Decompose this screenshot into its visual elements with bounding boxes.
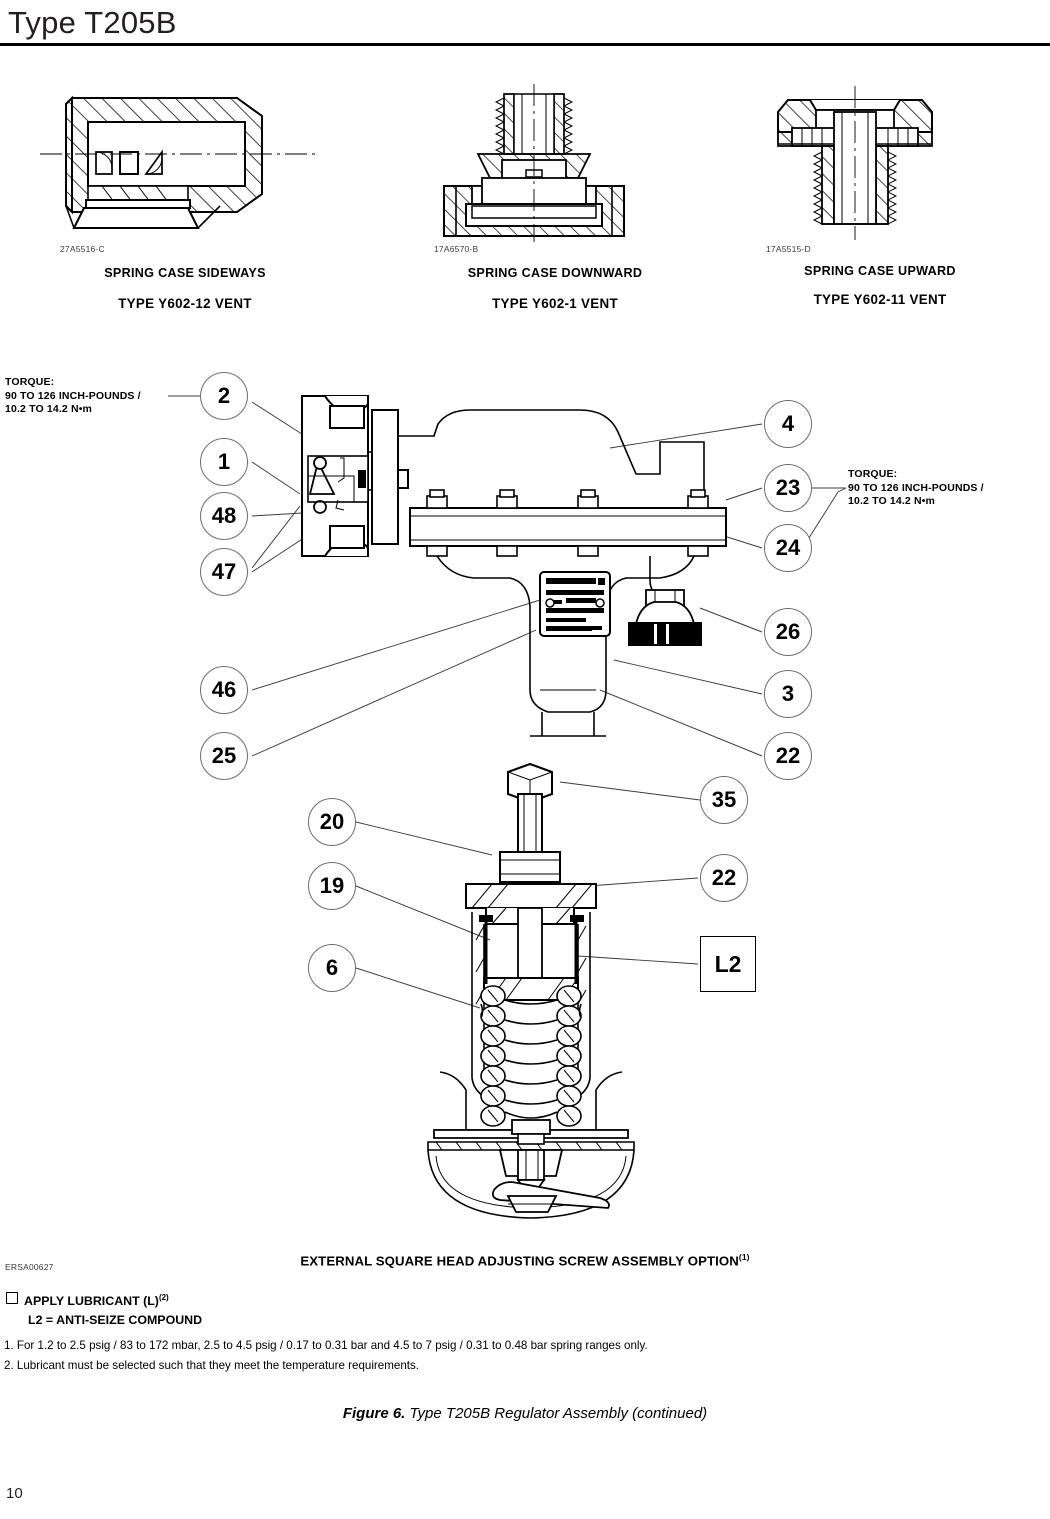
vent-code-label: 27A5516-C [60,244,105,254]
page-number: 10 [6,1485,23,1502]
vent-figure-sideways: 27A5516-C SPRING CASE SIDEWAYS TYPE Y602… [30,82,340,311]
vent-code-label: 17A6570-B [434,244,479,254]
footnotes: 1. For 1.2 to 2.5 psig / 83 to 172 mbar,… [4,1336,648,1375]
callout-bubble-4[interactable]: 4 [764,400,812,448]
callout-bubble-48[interactable]: 48 [200,492,248,540]
callout-bubble-2[interactable]: 2 [200,372,248,420]
figure-caption-text: Type T205B Regulator Assembly (continued… [405,1405,708,1422]
torque-note-right: TORQUE: 90 TO 126 INCH-POUNDS / 10.2 TO … [848,468,984,508]
callout-bubble-47[interactable]: 47 [200,548,248,596]
lubricant-legend-line2: L2 = ANTI-SEIZE COMPOUND [28,1313,203,1328]
callout-bubble-19[interactable]: 19 [308,862,356,910]
vent-title-line1: SPRING CASE DOWNWARD [467,266,643,280]
callout-bubble-23[interactable]: 23 [764,464,812,512]
callout-bubble-46[interactable]: 46 [200,666,248,714]
spring-case-sideways-vent-drawing [30,82,340,242]
page-title: Type T205B [8,5,177,40]
callout-bubble-6[interactable]: 6 [308,944,356,992]
vent-code-label: 17A5515-D [766,244,811,254]
footnote-2: 2. Lubricant must be selected such that … [4,1358,420,1372]
option-title-superscript: (1) [738,1252,750,1262]
callout-bubble-35[interactable]: 35 [700,776,748,824]
callout-bubble-3[interactable]: 3 [764,670,812,718]
option-title-text: EXTERNAL SQUARE HEAD ADJUSTING SCREW ASS… [300,1253,739,1269]
callout-bubble-24[interactable]: 24 [764,524,812,572]
torque-note-left: TORQUE: 90 TO 126 INCH-POUNDS / 10.2 TO … [5,376,141,416]
spring-case-downward-vent-drawing [410,82,700,242]
vent-title-line2: TYPE Y602-11 VENT [813,292,947,307]
figure-caption: Figure 6. Type T205B Regulator Assembly … [0,1405,1050,1422]
lubricant-callout-l2[interactable]: L2 [700,936,756,992]
vent-title-line1: SPRING CASE UPWARD [804,264,956,278]
vent-title-line2: TYPE Y602-12 VENT [118,296,252,311]
callout-bubble-26[interactable]: 26 [764,608,812,656]
vent-figure-upward: 17A5515-D SPRING CASE UPWARD TYPE Y602-1… [730,82,1030,307]
title-divider [0,43,1050,46]
vent-title-line2: TYPE Y602-1 VENT [492,296,618,311]
callout-bubble-25[interactable]: 25 [200,732,248,780]
vent-title-line1: SPRING CASE SIDEWAYS [104,266,266,280]
lubricant-line1-superscript: (2) [158,1293,169,1302]
callout-bubble-22-lower[interactable]: 22 [700,854,748,902]
lubricant-legend: APPLY LUBRICANT (L)(2) L2 = ANTI-SEIZE C… [6,1288,202,1330]
callout-bubble-1[interactable]: 1 [200,438,248,486]
lubricant-legend-line1: APPLY LUBRICANT (L)(2) [6,1288,202,1311]
figure-caption-label: Figure 6. [342,1405,406,1422]
vent-figure-downward: 17A6570-B SPRING CASE DOWNWARD TYPE Y602… [410,82,700,311]
lubricant-line1-text: APPLY LUBRICANT (L) [24,1294,159,1309]
drawing-code-label: ERSA00627 [5,1262,54,1272]
spring-case-upward-vent-drawing [730,82,1030,242]
option-title: EXTERNAL SQUARE HEAD ADJUSTING SCREW ASS… [0,1252,1050,1268]
callout-bubble-20[interactable]: 20 [308,798,356,846]
callout-bubble-22[interactable]: 22 [764,732,812,780]
lubricant-square-icon [6,1292,18,1305]
footnote-1: 1. For 1.2 to 2.5 psig / 83 to 172 mbar,… [4,1339,648,1352]
